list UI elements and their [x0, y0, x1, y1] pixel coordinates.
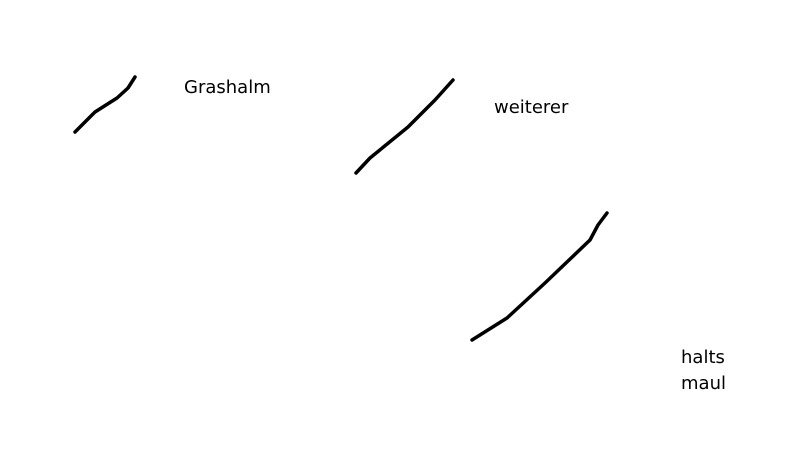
label-grashalm: Grashalm	[184, 77, 271, 98]
grass-blade-stroke-1	[73, 75, 137, 134]
grass-blade-stroke-3	[470, 211, 609, 342]
label-halts-maul: halts maul	[681, 347, 726, 394]
label-weiterer: weiterer	[494, 97, 569, 118]
grass-blade-stroke-2	[354, 78, 455, 175]
